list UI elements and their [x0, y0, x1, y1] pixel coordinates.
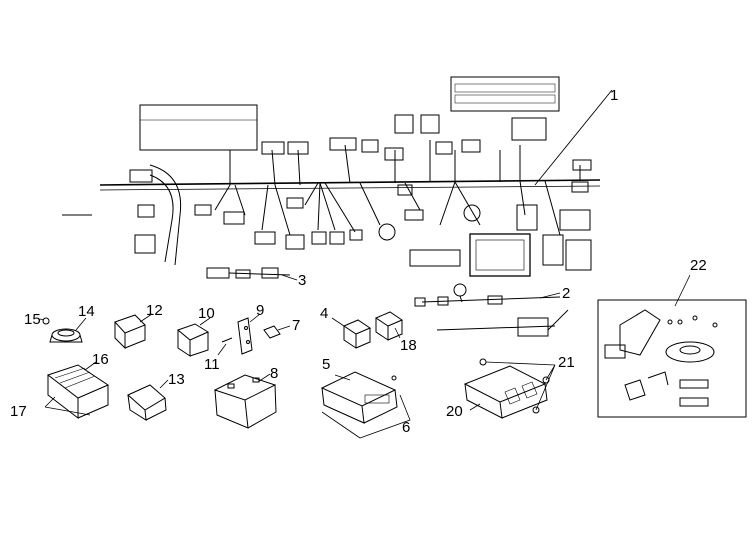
ignition-switch-22: [597, 274, 747, 418]
callout-3: 3: [298, 272, 307, 289]
module-20: [463, 358, 556, 419]
callout-17: 17: [10, 403, 27, 420]
callout-22: 22: [690, 257, 707, 274]
bracket-9: [217, 313, 291, 356]
callout-18: 18: [400, 337, 417, 354]
screw-11: [221, 337, 233, 343]
callout-4: 4: [320, 305, 329, 322]
flasher-10: [177, 317, 211, 357]
callout-5: 5: [322, 356, 331, 373]
callout-12: 12: [146, 302, 163, 319]
callout-9: 9: [256, 302, 265, 319]
regulator-16: [44, 361, 110, 420]
callout-14: 14: [78, 303, 95, 320]
horn-14: [39, 317, 87, 343]
callout-8: 8: [270, 365, 279, 382]
callout-10: 10: [198, 305, 215, 322]
callout-15: 15: [24, 311, 41, 328]
part-7: [263, 325, 281, 339]
callout-6: 6: [402, 419, 411, 436]
callout-16: 16: [92, 351, 109, 368]
callout-2: 2: [562, 285, 571, 302]
sub-harness-3: [206, 267, 298, 281]
callout-1: 1: [610, 87, 619, 104]
callout-20: 20: [446, 403, 463, 420]
relay-4-18: [331, 311, 404, 349]
part-13: [127, 379, 169, 421]
callout-13: 13: [168, 371, 185, 388]
main-wiring-harness: [62, 76, 613, 277]
callout-11: 11: [204, 356, 220, 373]
relay-12: [114, 313, 153, 350]
battery-8: [213, 373, 277, 429]
bolt-15: [42, 317, 50, 325]
ecu-5-6: [320, 371, 411, 439]
callout-21: 21: [558, 354, 575, 371]
sub-harness-2: [414, 283, 569, 337]
callout-7: 7: [292, 317, 301, 334]
